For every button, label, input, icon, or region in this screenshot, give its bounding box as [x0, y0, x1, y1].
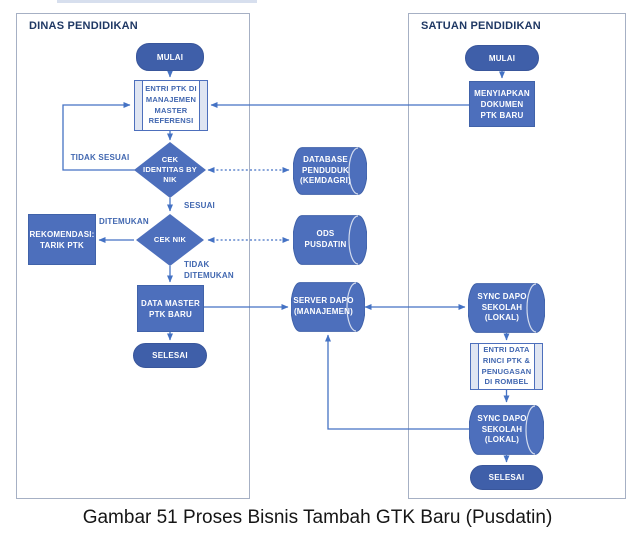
terminator-mulai-dinas: MULAI [136, 43, 204, 71]
cylinder-shape [293, 215, 367, 265]
datastore-server-dapo-label: SERVER DAPO (MANAJEMEN) [293, 296, 354, 316]
terminator-selesai-dinas: SELESAI [133, 343, 207, 368]
edge-sync-bawah-to-server-dapo [325, 334, 469, 430]
process-data-master-label: DATA MASTER PTK BARU [141, 298, 200, 319]
datastore-ods-pusdatin-label: ODS PUSDATIN [304, 229, 347, 249]
connector-layer [62, 70, 510, 463]
decision-cek-identitas-label: CEK IDENTITAS BY NIK [143, 155, 197, 184]
terminator-mulai-satuan-label: MULAI [488, 53, 516, 63]
cylinder-shape [468, 283, 545, 333]
datastore-sync-dapo-atas-label: SYNC DAPO SEKOLAH (LOKAL) [477, 292, 527, 323]
datastore-sync-dapo-bawah: SYNC DAPO SEKOLAH (LOKAL) [469, 405, 544, 455]
datastore-server-dapo: SERVER DAPO (MANAJEMEN) [291, 282, 365, 332]
predefined-entri-ptk: ENTRI PTK DI MANAJEMEN MASTER REFERENSI [134, 80, 208, 131]
process-rekomendasi-tarik-ptk: REKOMENDASI: TARIK PTK [28, 214, 96, 265]
flow-label-tidak-ditemukan: TIDAK DITEMUKAN [184, 260, 234, 280]
datastore-database-penduduk-label: DATABASE PENDUDUK (KEMDAGRI) [300, 155, 351, 186]
decision-cek-nik-label: CEK NIK [153, 235, 187, 244]
process-menyiapkan-dokumen-label: MENYIAPKAN DOKUMEN PTK BARU [474, 88, 530, 120]
edge-tidak-sesuai-loop [62, 102, 136, 171]
lane-dinas-pendidikan [16, 13, 250, 499]
lane-title-satuan: SATUAN PENDIDIKAN [421, 20, 541, 32]
lane-satuan-pendidikan [408, 13, 626, 499]
cropped-edge-artifact [57, 0, 257, 3]
cylinder-shape [291, 282, 365, 332]
process-rekomendasi-label: REKOMENDASI: TARIK PTK [29, 229, 95, 250]
flow-label-ditemukan: DITEMUKAN [99, 217, 149, 226]
datastore-database-penduduk: DATABASE PENDUDUK (KEMDAGRI) [293, 147, 367, 195]
cylinder-shape [293, 147, 367, 195]
terminator-mulai-dinas-label: MULAI [156, 52, 184, 62]
predefined-entri-data-rinci: ENTRI DATA RINCI PTK & PENUGASAN DI ROMB… [470, 343, 543, 390]
datastore-ods-pusdatin: ODS PUSDATIN [293, 215, 367, 265]
datastore-sync-dapo-atas: SYNC DAPO SEKOLAH (LOKAL) [468, 283, 545, 333]
predefined-entri-ptk-label: ENTRI PTK DI MANAJEMEN MASTER REFERENSI [145, 83, 197, 126]
figure-caption: Gambar 51 Proses Bisnis Tambah GTK Baru … [82, 507, 553, 528]
terminator-mulai-satuan: MULAI [465, 45, 539, 71]
terminator-selesai-satuan-label: SELESAI [488, 473, 525, 482]
terminator-selesai-dinas-label: SELESAI [152, 351, 188, 360]
process-menyiapkan-dokumen: MENYIAPKAN DOKUMEN PTK BARU [469, 81, 535, 127]
cylinder-shape [469, 405, 544, 455]
predefined-entri-data-rinci-label: ENTRI DATA RINCI PTK & PENUGASAN DI ROMB… [481, 344, 532, 387]
process-diagram: DINAS PENDIDIKAN SATUAN PENDIDIKAN [16, 0, 626, 499]
terminator-selesai-satuan: SELESAI [470, 465, 543, 490]
datastore-sync-dapo-bawah-label: SYNC DAPO SEKOLAH (LOKAL) [477, 414, 527, 445]
process-data-master-ptk-baru: DATA MASTER PTK BARU [137, 285, 204, 332]
lane-title-dinas: DINAS PENDIDIKAN [29, 20, 138, 32]
flow-label-sesuai: SESUAI [184, 201, 215, 210]
flow-label-tidak-sesuai: TIDAK SESUAI [70, 153, 130, 162]
